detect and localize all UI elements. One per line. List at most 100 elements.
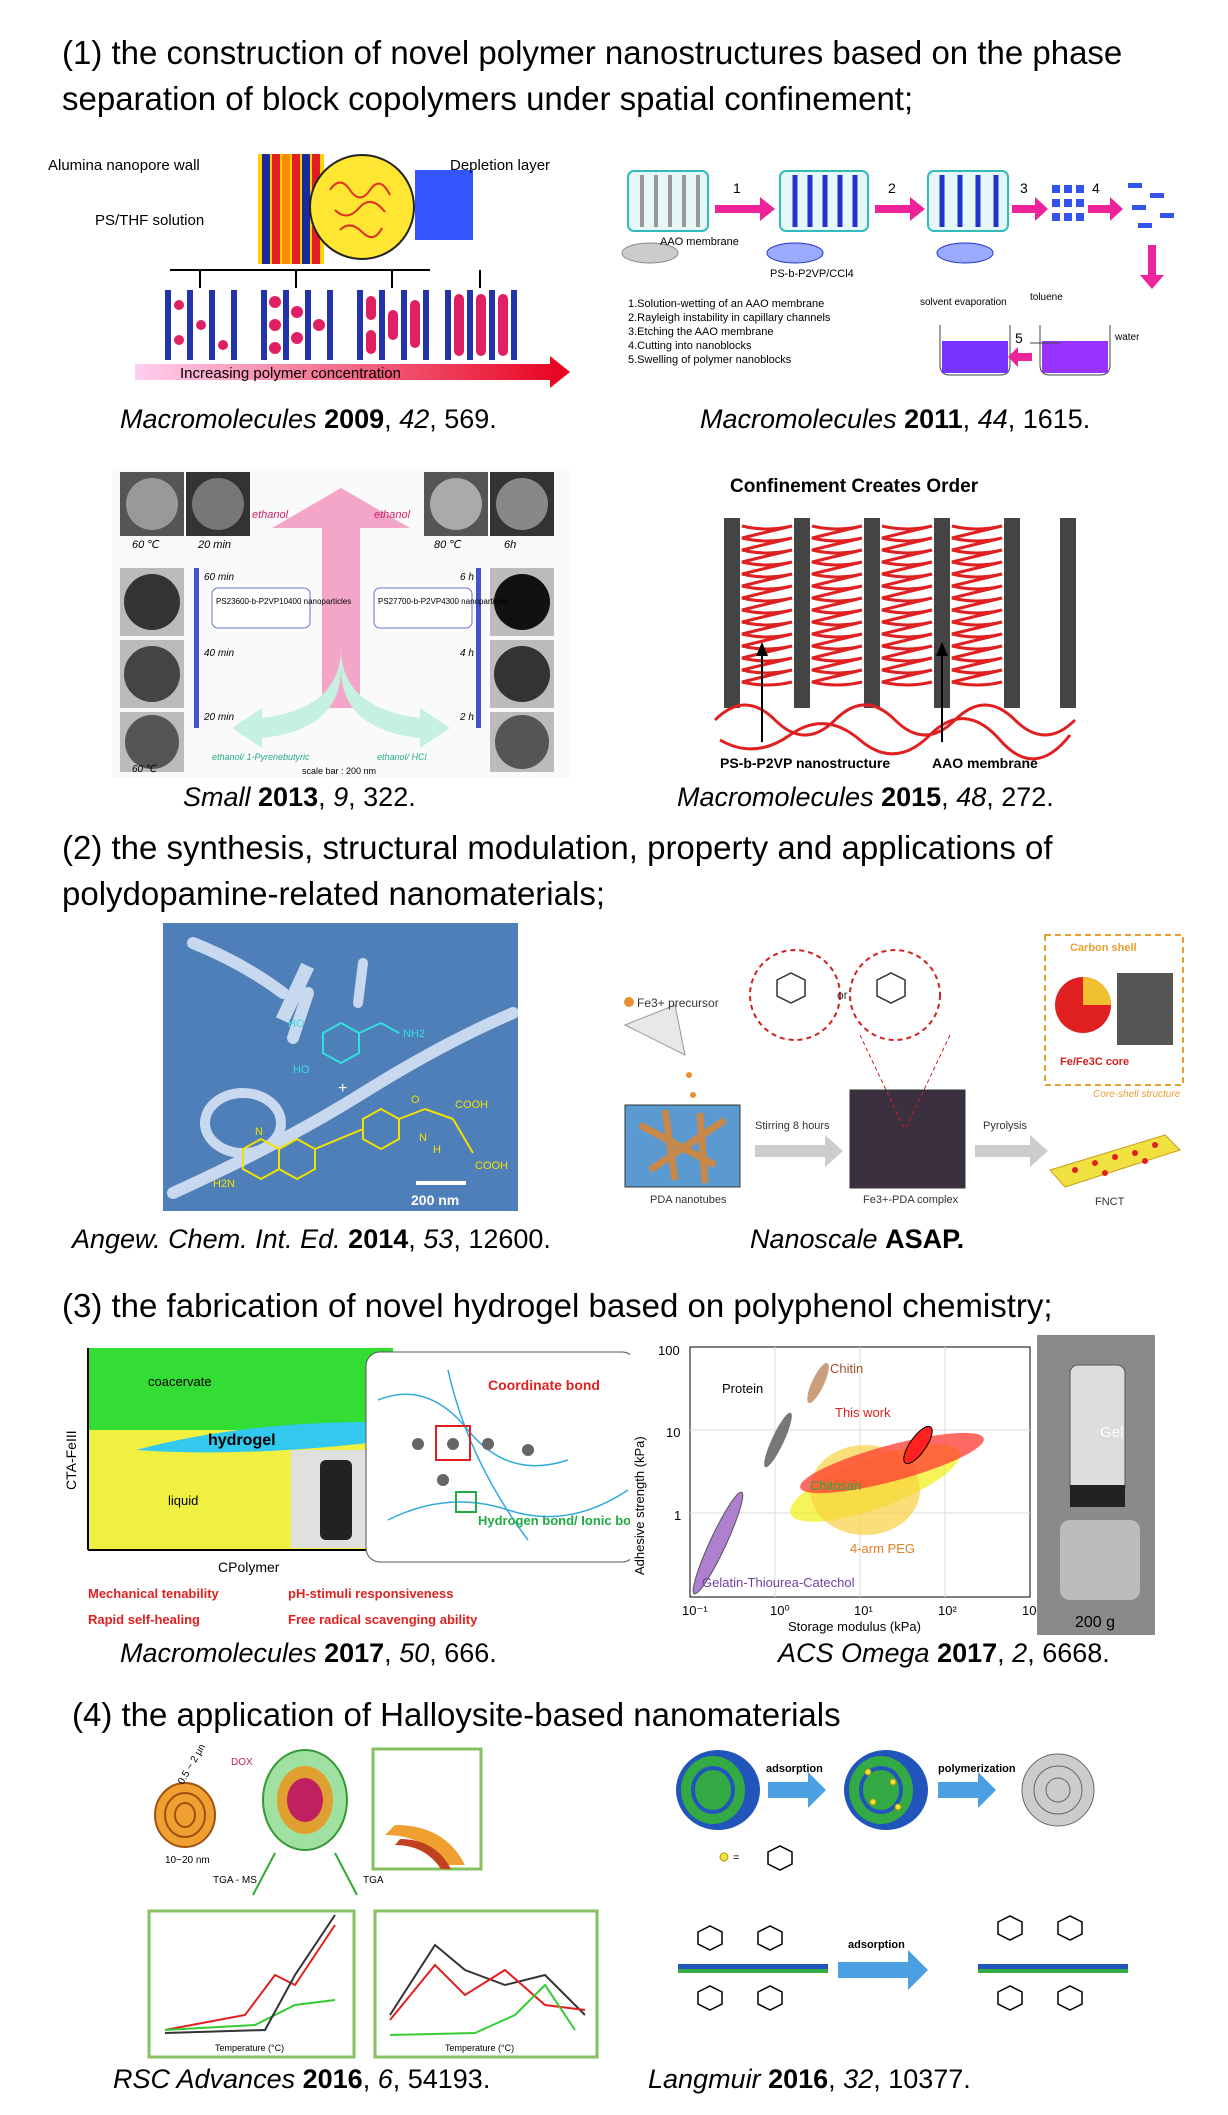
tem-images-left: [120, 472, 250, 772]
svg-text:O: O: [411, 1094, 420, 1106]
figure-fnct-synthesis: Fe3+ precursor or Stirring 8 hours Pyrol…: [605, 925, 1185, 1215]
svg-text:20 min: 20 min: [203, 712, 234, 723]
svg-text:60 ℃: 60 ℃: [132, 539, 160, 551]
section-4-heading: (4) the application of Halloysite-based …: [72, 1696, 841, 1733]
svg-text:5.Swelling of polymer nanobloc: 5.Swelling of polymer nanoblocks: [628, 354, 792, 366]
figure-halloysite-polymerization: adsorption polymerization adsorption =: [658, 1742, 1158, 2060]
citation-macromolecules-2009: Macromolecules 2009, 42, 569.: [120, 404, 497, 434]
svg-text:4 h: 4 h: [460, 648, 474, 659]
confined-helices: [713, 524, 1077, 761]
pda-beaker: [624, 1104, 741, 1188]
svg-text:ethanol/ HCl: ethanol/ HCl: [377, 752, 428, 762]
svg-text:=: =: [733, 1852, 739, 1864]
svg-text:10⁻¹: 10⁻¹: [682, 1603, 708, 1618]
svg-text:60 min: 60 min: [204, 572, 234, 583]
svg-text:coacervate: coacervate: [148, 1374, 212, 1389]
svg-text:Increasing polymer concentrati: Increasing polymer concentration: [180, 365, 401, 382]
svg-text:6 h: 6 h: [460, 572, 474, 583]
svg-text:Carbon shell: Carbon shell: [1070, 942, 1137, 954]
figure-aao-membrane-process: 1 2 3 4 5 AAO membrane PS-b-P2VP/CCl4 1.…: [620, 165, 1190, 395]
svg-text:100: 100: [658, 1343, 680, 1358]
figure-alumina-nanopore: Alumina nanopore wall Depletion layer PS…: [40, 150, 575, 390]
svg-text:Fe3+ precursor: Fe3+ precursor: [637, 996, 719, 1010]
svg-text:200 g: 200 g: [1075, 1614, 1115, 1631]
figure-pda-nanotube-sem: 200 nm HO HO NH2 + COOH COOH O N H H2N N: [163, 923, 518, 1211]
svg-text:CPolymer: CPolymer: [218, 1559, 280, 1575]
figure-halloysite-dox: 0.5 ~ 2 μm 10~20 nm DOX TGA - MS TGA Tem…: [145, 1745, 605, 2060]
svg-text:ethanol/ 1-Pyrenebutyric: ethanol/ 1-Pyrenebutyric: [212, 752, 310, 762]
svg-text:liquid: liquid: [168, 1493, 198, 1508]
svg-text:4-arm PEG: 4-arm PEG: [850, 1541, 915, 1556]
citation-macromolecules-2011: Macromolecules 2011, 44, 1615.: [700, 404, 1091, 434]
svg-text:Chitin: Chitin: [830, 1361, 863, 1376]
svg-text:1: 1: [674, 1508, 681, 1523]
svg-text:+: +: [338, 1080, 347, 1097]
svg-text:HO: HO: [293, 1064, 310, 1076]
svg-text:Gelatin-Thiourea-Catechol: Gelatin-Thiourea-Catechol: [702, 1575, 855, 1590]
svg-text:40 min: 40 min: [204, 648, 234, 659]
tem-images-right: [424, 472, 554, 772]
svg-text:4.Cutting into nanoblocks: 4.Cutting into nanoblocks: [628, 340, 752, 352]
svg-text:60 ℃: 60 ℃: [132, 764, 157, 775]
svg-text:This work: This work: [835, 1405, 891, 1420]
figure-nanoparticle-tem: 60 ℃ 20 min 80 ℃ 6h ethanol ethanol 60 m…: [112, 468, 570, 778]
svg-text:Fe/Fe3C core: Fe/Fe3C core: [1060, 1056, 1129, 1068]
svg-text:adsorption: adsorption: [766, 1763, 823, 1775]
svg-text:2.Rayleigh instability in capi: 2.Rayleigh instability in capillary chan…: [628, 312, 831, 324]
citation-macromolecules-2015: Macromolecules 2015, 48, 272.: [677, 782, 1054, 812]
svg-text:CTA-FeIII: CTA-FeIII: [63, 1430, 79, 1490]
svg-text:Storage modulus (kPa): Storage modulus (kPa): [788, 1619, 921, 1634]
svg-text:hydrogel: hydrogel: [208, 1432, 276, 1449]
figure-hydrogel-phase-diagram: coacervate hydrogel liquid CTA-FeIII CPo…: [48, 1340, 648, 1632]
svg-text:Temperature (°C): Temperature (°C): [215, 2043, 284, 2053]
citation-small-2013: Small 2013, 9, 322.: [183, 782, 416, 812]
svg-text:COOH: COOH: [455, 1099, 488, 1111]
section-1-heading: (1) the construction of novel polymer na…: [62, 34, 1123, 117]
svg-text:10~20 nm: 10~20 nm: [165, 1855, 210, 1866]
svg-text:solvent evaporation: solvent evaporation: [920, 297, 1007, 308]
svg-text:Confinement Creates Order: Confinement Creates Order: [730, 476, 979, 497]
svg-text:1.Solution-wetting of an AAO m: 1.Solution-wetting of an AAO membrane: [628, 298, 824, 310]
swelling-beakers: [939, 325, 1111, 376]
svg-text:Adhesive strength (kPa): Adhesive strength (kPa): [632, 1436, 647, 1575]
svg-text:PDA nanotubes: PDA nanotubes: [650, 1194, 727, 1206]
citation-nanoscale: Nanoscale ASAP.: [750, 1224, 965, 1254]
svg-text:Temperature (°C): Temperature (°C): [445, 2043, 514, 2053]
svg-text:20 min: 20 min: [197, 539, 231, 551]
svg-text:TGA: TGA: [363, 1875, 384, 1886]
svg-text:H: H: [433, 1144, 441, 1156]
svg-text:1: 1: [733, 180, 741, 196]
svg-text:water: water: [1114, 332, 1140, 343]
section-3-heading: (3) the fabrication of novel hydrogel ba…: [62, 1287, 1053, 1324]
svg-text:AAO membrane: AAO membrane: [932, 755, 1038, 771]
svg-text:COOH: COOH: [475, 1160, 508, 1172]
svg-text:10¹: 10¹: [854, 1603, 873, 1618]
svg-text:Depletion layer: Depletion layer: [450, 157, 550, 174]
svg-text:AAO membrane: AAO membrane: [660, 236, 739, 248]
svg-text:10²: 10²: [938, 1603, 957, 1618]
svg-text:polymerization: polymerization: [938, 1763, 1016, 1775]
svg-text:Alumina nanopore wall: Alumina nanopore wall: [48, 157, 200, 174]
figure-confinement-order: Confinement Creates Order PS-b-P2VP nano…: [710, 470, 1090, 778]
svg-text:PS-b-P2VP nanostructure: PS-b-P2VP nanostructure: [720, 755, 890, 771]
svg-text:DOX: DOX: [231, 1757, 253, 1768]
membrane-walls: [724, 518, 1076, 708]
svg-text:Core-shell structure: Core-shell structure: [1093, 1089, 1181, 1100]
svg-text:PS27700-b-P2VP4300 nanoparticl: PS27700-b-P2VP4300 nanoparticles: [378, 597, 509, 606]
svg-text:5: 5: [1015, 330, 1023, 346]
svg-text:scale bar : 200 nm: scale bar : 200 nm: [302, 766, 376, 776]
citation-rsc-advances-2016: RSC Advances 2016, 6, 54193.: [113, 2064, 491, 2094]
svg-text:3: 3: [1020, 180, 1028, 196]
citation-angew-2014: Angew. Chem. Int. Ed. 2014, 53, 12600.: [72, 1224, 551, 1254]
svg-text:adsorption: adsorption: [848, 1939, 905, 1951]
svg-text:PS/THF solution: PS/THF solution: [95, 212, 204, 229]
concentration-arrow: [135, 356, 570, 388]
svg-text:ethanol: ethanol: [374, 509, 411, 521]
svg-text:toluene: toluene: [1030, 292, 1063, 303]
svg-text:200 nm: 200 nm: [411, 1192, 459, 1208]
svg-text:NH2: NH2: [403, 1028, 425, 1040]
svg-text:ethanol: ethanol: [252, 509, 289, 521]
svg-text:Mechanical tenability: Mechanical tenability: [88, 1586, 220, 1601]
